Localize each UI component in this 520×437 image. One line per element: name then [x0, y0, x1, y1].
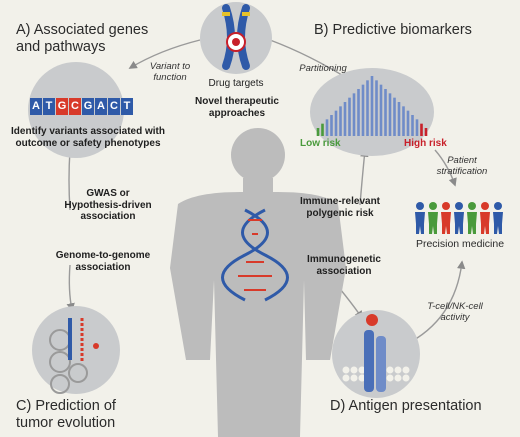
risk-bar: [379, 84, 383, 136]
label-gwas: GWAS or Hypothesis-driven association: [64, 188, 152, 222]
label-novel-therapeutic: Novel therapeutic approaches: [195, 96, 279, 119]
dna-letter-tile: A: [95, 98, 107, 115]
risk-bar: [334, 110, 338, 136]
section-title-d: D) Antigen presentation: [330, 398, 482, 414]
dna-letter-tile: T: [121, 98, 133, 115]
risk-bar: [411, 115, 414, 136]
risk-bar: [424, 128, 428, 136]
risk-bar: [348, 97, 351, 136]
person-figure: [441, 202, 451, 234]
risk-bar: [366, 80, 369, 136]
label-variant-to-function: Variant to function: [149, 61, 191, 83]
label-genome-to-genome: Genome-to-genome association: [55, 250, 151, 273]
label-partitioning: Partitioning: [299, 63, 347, 74]
precision-medicine-figures: [415, 202, 503, 234]
risk-bar: [393, 97, 396, 136]
risk-bar: [388, 93, 392, 136]
risk-bar: [321, 123, 324, 136]
bubble-tumor: [32, 306, 120, 394]
risk-bar: [339, 106, 342, 136]
label-identify-variants: Identify variants associated with outcom…: [11, 126, 165, 149]
risk-bar: [397, 102, 401, 136]
risk-bar: [316, 128, 320, 136]
risk-bar: [357, 89, 360, 136]
person-figure: [454, 202, 464, 234]
risk-bar: [370, 76, 374, 136]
risk-bar: [330, 115, 333, 136]
label-patient-stratification: Patient stratification: [436, 155, 488, 177]
risk-bar: [415, 119, 419, 136]
risk-distribution: [316, 76, 428, 136]
arrow-drug-to-genes: [128, 39, 201, 69]
arrow-stratification: [434, 149, 457, 187]
risk-bar: [352, 93, 356, 136]
dna-letter-tile: C: [69, 98, 81, 115]
dna-helix: [221, 208, 289, 302]
person-figure: [467, 202, 477, 234]
risk-bar: [420, 123, 423, 136]
risk-bar: [375, 80, 378, 136]
label-precision-medicine: Precision medicine: [415, 238, 505, 250]
dna-letter-tile: C: [108, 98, 120, 115]
section-title-b: B) Predictive biomarkers: [314, 22, 472, 38]
risk-bar: [361, 84, 365, 136]
section-title-a: A) Associated genes and pathways: [16, 22, 149, 55]
dna-letter-tile: T: [43, 98, 55, 115]
label-tcell-activity: T-cell/NK-cell activity: [427, 301, 483, 323]
label-immunogenetic: Immunogenetic association: [307, 254, 381, 277]
risk-bar: [384, 89, 387, 136]
dna-letter-tile: G: [82, 98, 94, 115]
human-silhouette: [170, 128, 346, 437]
person-figure: [480, 202, 490, 234]
section-title-c: C) Prediction of tumor evolution: [16, 398, 116, 431]
label-low-risk: Low risk: [300, 138, 341, 149]
bubble-biomarkers: [310, 68, 434, 156]
bubble-drug-targets: [200, 2, 272, 74]
bubble-antigen: [332, 310, 420, 398]
person-figure: [493, 202, 503, 234]
risk-bar: [406, 110, 410, 136]
risk-bar: [343, 102, 347, 136]
dna-letter-tile: G: [56, 98, 68, 115]
dna-letter-tile: A: [30, 98, 42, 115]
risk-bar: [325, 119, 329, 136]
person-figure: [415, 202, 425, 234]
person-figure: [428, 202, 438, 234]
label-high-risk: High risk: [404, 138, 447, 149]
label-immune-relevant: Immune-relevant polygenic risk: [299, 196, 381, 219]
risk-bar: [402, 106, 405, 136]
label-drug-targets: Drug targets: [208, 78, 264, 89]
